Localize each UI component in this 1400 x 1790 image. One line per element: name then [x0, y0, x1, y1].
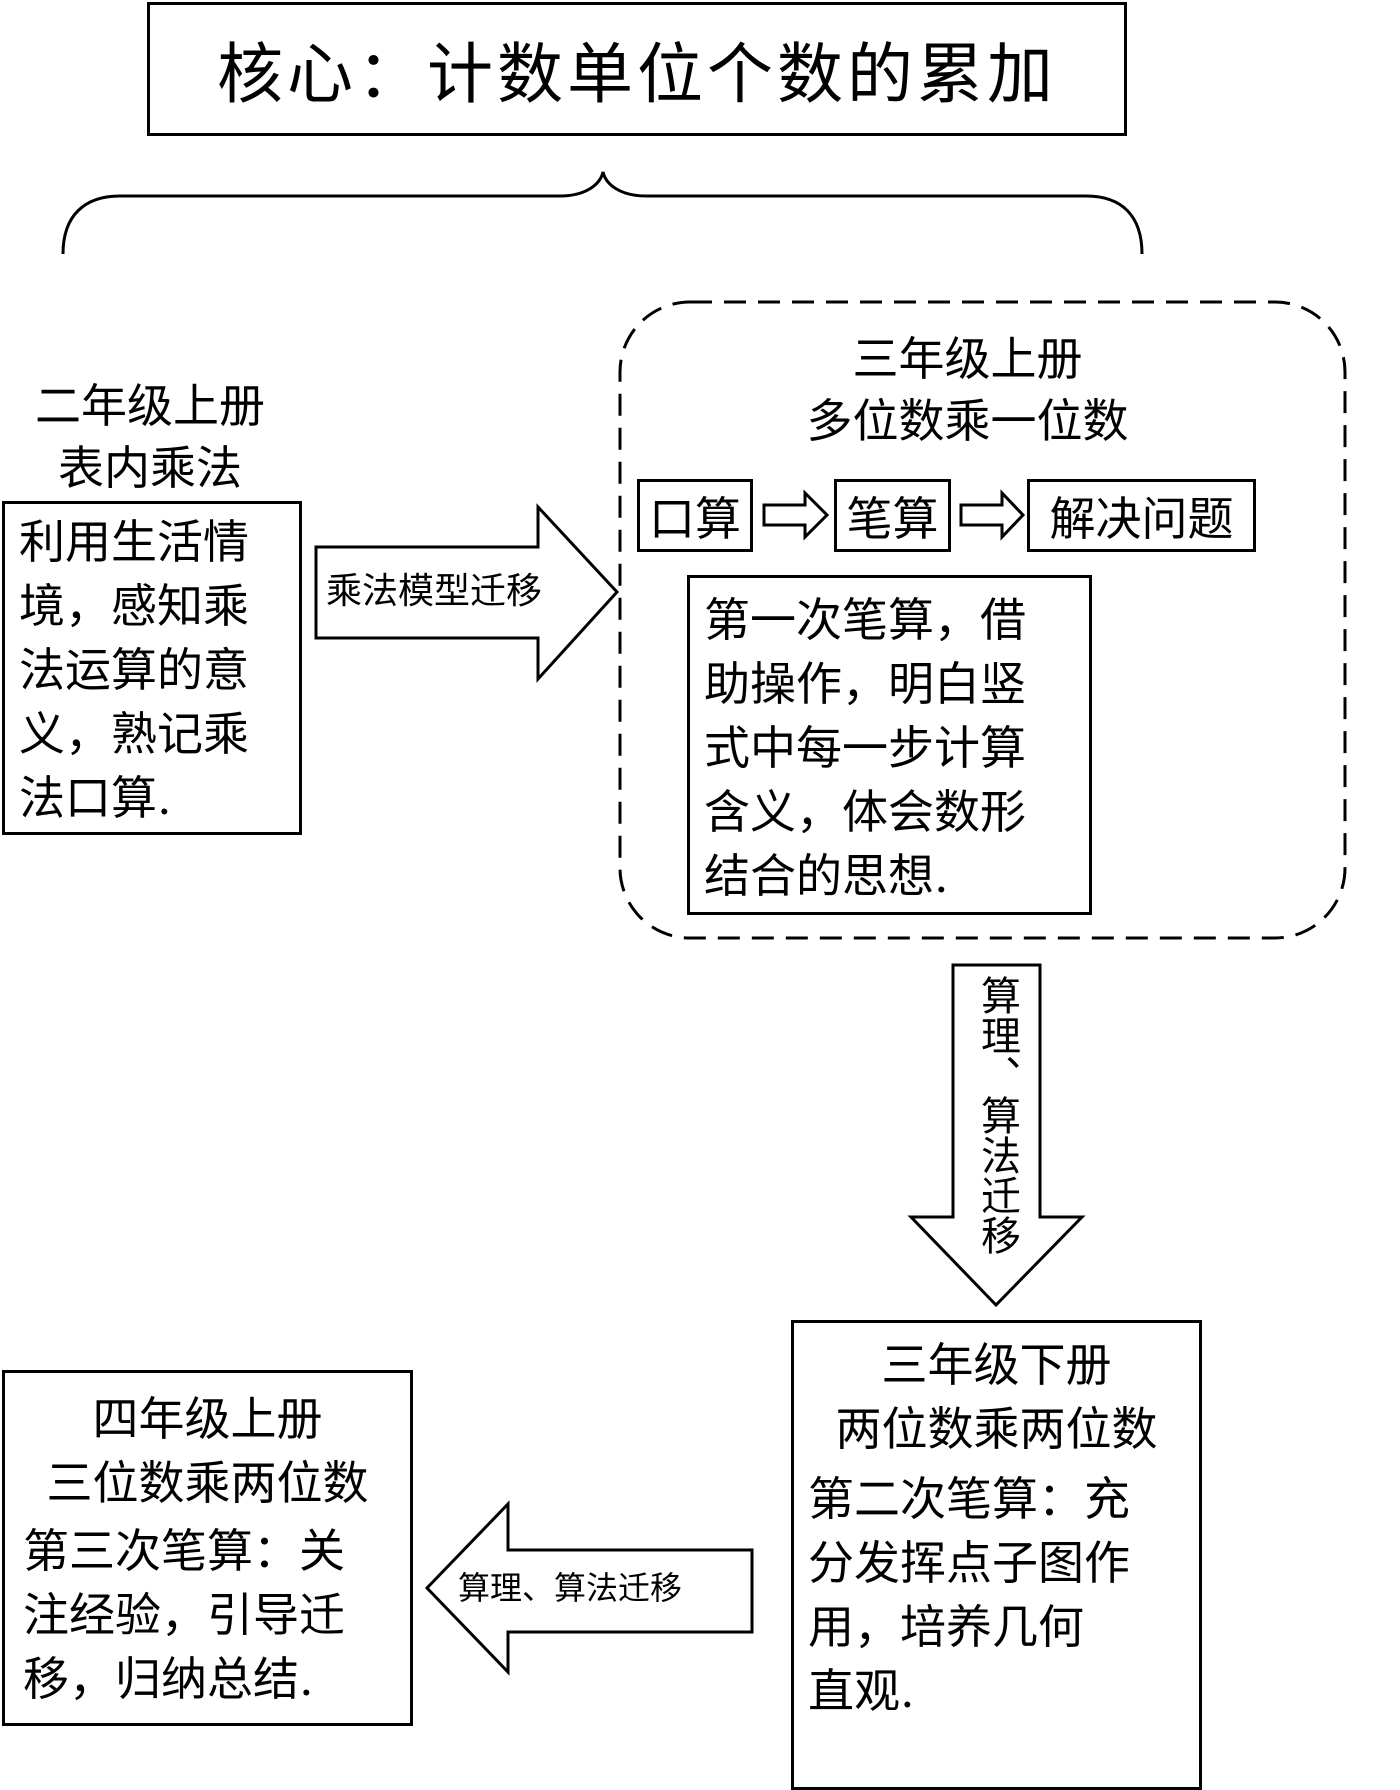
grade3-lower-box: 三年级下册 两位数乘两位数 第二次笔算：充 分发挥点子图作 用，培养几何 直观. [791, 1320, 1202, 1790]
description-line: 法口算. [19, 771, 172, 825]
grade2-upper-description-box: 利用生活情 境，感知乘 法运算的意 义，熟记乘 法口算. [2, 501, 302, 835]
right-arrow-label: 乘法模型迁移 [326, 571, 543, 612]
grade3-upper-heading-line1: 三年级上册 [852, 332, 1083, 386]
left-arrow-label: 算理、算法迁移 [458, 1569, 683, 1607]
grade2-upper-heading-line2: 表内乘法 [58, 441, 242, 495]
left-block-arrow [424, 1500, 754, 1676]
description-line: 第二次笔算：充 [808, 1472, 1130, 1526]
description-line: 含义，体会数形 [704, 785, 1026, 839]
grade3-upper-heading: 三年级上册 多位数乘一位数 [620, 328, 1345, 452]
description-line: 第一次笔算，借 [704, 593, 1026, 647]
core-title: 核心：计数单位个数的累加 [217, 36, 1057, 113]
description-line: 利用生活情 [19, 515, 249, 569]
grade4-upper-heading-line1: 四年级上册 [92, 1392, 323, 1446]
curly-brace [61, 171, 1144, 255]
grade3-upper-description-box: 第一次笔算，借 助操作，明白竖 式中每一步计算 含义，体会数形 结合的思想. [687, 575, 1092, 915]
description-line: 式中每一步计算 [704, 721, 1026, 775]
step-written-calculation: 笔算 [834, 479, 951, 552]
step-label: 解决问题 [1049, 491, 1234, 546]
description-line: 境，感知乘 [19, 579, 249, 633]
grade3-lower-heading-line1: 三年级下册 [881, 1338, 1112, 1392]
step-arrow-2 [959, 489, 1026, 541]
description-line: 助操作，明白竖 [704, 657, 1026, 711]
grade2-upper-heading: 二年级上册 表内乘法 [0, 375, 300, 499]
grade3-upper-dashed-container [618, 300, 1347, 940]
step-label: 笔算 [846, 491, 939, 546]
step-problem-solving: 解决问题 [1027, 479, 1256, 552]
grade2-upper-heading-line1: 二年级上册 [35, 379, 265, 433]
core-title-box: 核心：计数单位个数的累加 [147, 2, 1127, 136]
description-line: 法运算的意 [19, 643, 249, 697]
description-line: 直观. [808, 1664, 915, 1718]
grade3-upper-heading-line2: 多位数乘一位数 [806, 394, 1129, 448]
description-line: 结合的思想. [704, 849, 949, 903]
down-block-arrow [907, 963, 1086, 1308]
grade4-upper-box: 四年级上册 三位数乘两位数 第三次笔算：关 注经验，引导迁 移，归纳总结. [2, 1370, 413, 1726]
step-arrow-1 [762, 489, 830, 541]
description-line: 用，培养几何 [808, 1600, 1084, 1654]
step-label: 口算 [649, 491, 741, 546]
grade4-upper-heading-line2: 三位数乘两位数 [46, 1456, 369, 1510]
description-line: 移，归纳总结. [23, 1652, 314, 1706]
description-line: 第三次笔算：关 [23, 1524, 345, 1578]
description-line: 注经验，引导迁 [23, 1588, 345, 1642]
step-oral-calculation: 口算 [637, 479, 753, 552]
right-block-arrow [314, 503, 620, 683]
down-arrow-label: 算理、算法迁移 [974, 975, 1020, 1255]
grade3-lower-heading-line2: 两位数乘两位数 [835, 1402, 1158, 1456]
description-line: 义，熟记乘 [19, 707, 249, 761]
description-line: 分发挥点子图作 [808, 1536, 1130, 1590]
